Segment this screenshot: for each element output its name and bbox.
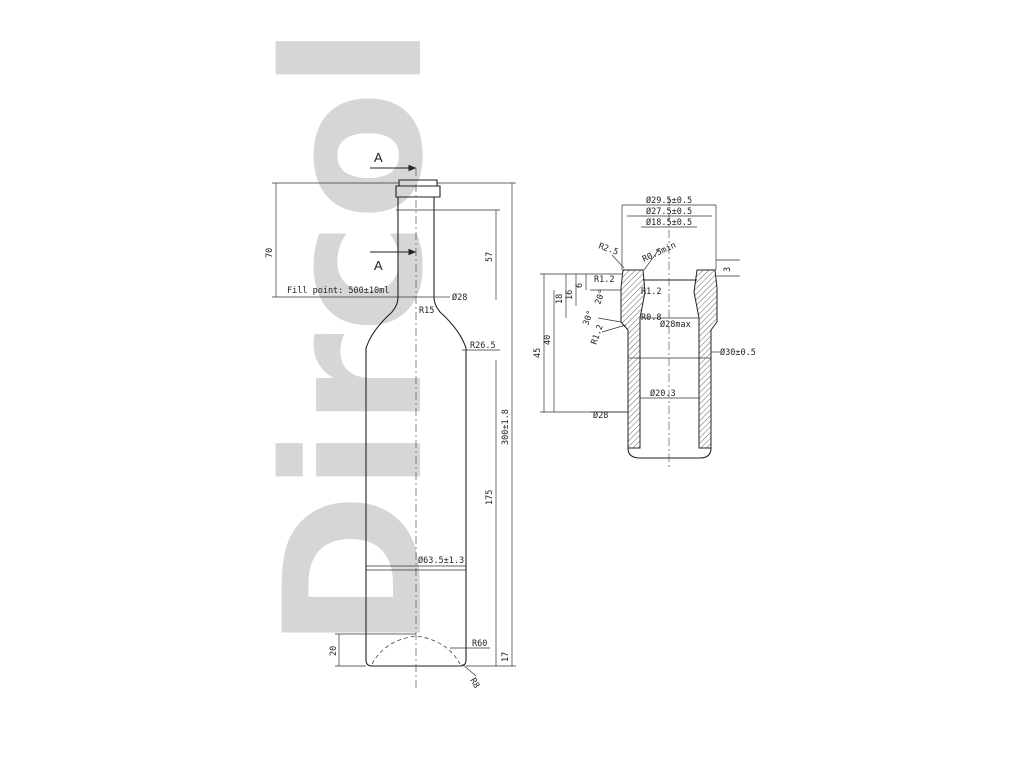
dim-finish-outer: Ø29.5±0.5: [646, 195, 692, 206]
fill-point-label: Fill point: 500±10ml: [287, 286, 389, 296]
dim-h45: 45: [533, 348, 543, 358]
dim-finish-bore: Ø18.5±0.5: [646, 217, 692, 228]
dim-28max: Ø28max: [660, 319, 691, 330]
watermark-text: Dircol: [244, 25, 465, 650]
section-label-top: A: [374, 150, 383, 165]
dim-h3: 3: [723, 267, 733, 272]
dim-angle-20: 20°: [593, 288, 608, 306]
dim-h40: 40: [543, 335, 553, 345]
dim-base-radius: R60: [472, 639, 487, 649]
dim-neck-upper: 70: [265, 248, 275, 258]
dim-heel-radius: R8: [467, 677, 481, 691]
bottle-punt: [371, 635, 461, 665]
section-marker-top: A: [370, 150, 416, 172]
section-marker-bottom: A: [370, 248, 416, 273]
dim-body-height: 175: [485, 490, 495, 505]
dim-base-height: 17: [501, 652, 511, 662]
dim-h16: 16: [565, 290, 575, 300]
watermark: Dircol: [244, 25, 465, 650]
dim-h18: 18: [555, 294, 565, 304]
bottle-elevation: A A 70 Fill point: 500±10ml 300±1.8 57 Ø…: [265, 150, 516, 690]
dim-r-inner-top: R1.2: [594, 275, 614, 285]
dim-body-diameter: Ø63.5±1.3: [418, 555, 464, 566]
dim-finish-depth: 57: [485, 252, 495, 262]
dim-neck-diameter: Ø28: [452, 292, 467, 303]
dim-r-08: R0.8: [641, 313, 661, 323]
finish-wall-right: [693, 269, 718, 449]
dim-dia-28: Ø28: [593, 410, 608, 421]
dim-shoulder-radius-lower: R26.5: [470, 341, 496, 351]
dim-shoulder-radius: R15: [419, 306, 434, 316]
dim-dia-30: Ø30±0.5: [720, 347, 756, 358]
dim-h6: 6: [575, 283, 585, 288]
dim-r-ring-b: R1.2: [589, 323, 605, 346]
dim-lip-radius: R2.5: [597, 241, 620, 257]
section-label-bottom: A: [374, 258, 383, 273]
dim-r-ring-a: R1.2: [641, 287, 661, 297]
dim-rmin: R0.5min: [641, 241, 678, 265]
finish-wall-left: [620, 269, 646, 449]
dim-punt-height: 20: [329, 646, 339, 656]
dim-bore-low: Ø20.3: [650, 388, 676, 399]
finish-section-detail: Ø29.5±0.5 Ø27.5±0.5 Ø18.5±0.5 R2.5 R0.5m…: [533, 195, 756, 470]
dim-total-height: 300±1.8: [501, 409, 511, 445]
dim-angle-30: 30°: [581, 309, 596, 327]
dim-finish-lip: Ø27.5±0.5: [646, 206, 692, 217]
